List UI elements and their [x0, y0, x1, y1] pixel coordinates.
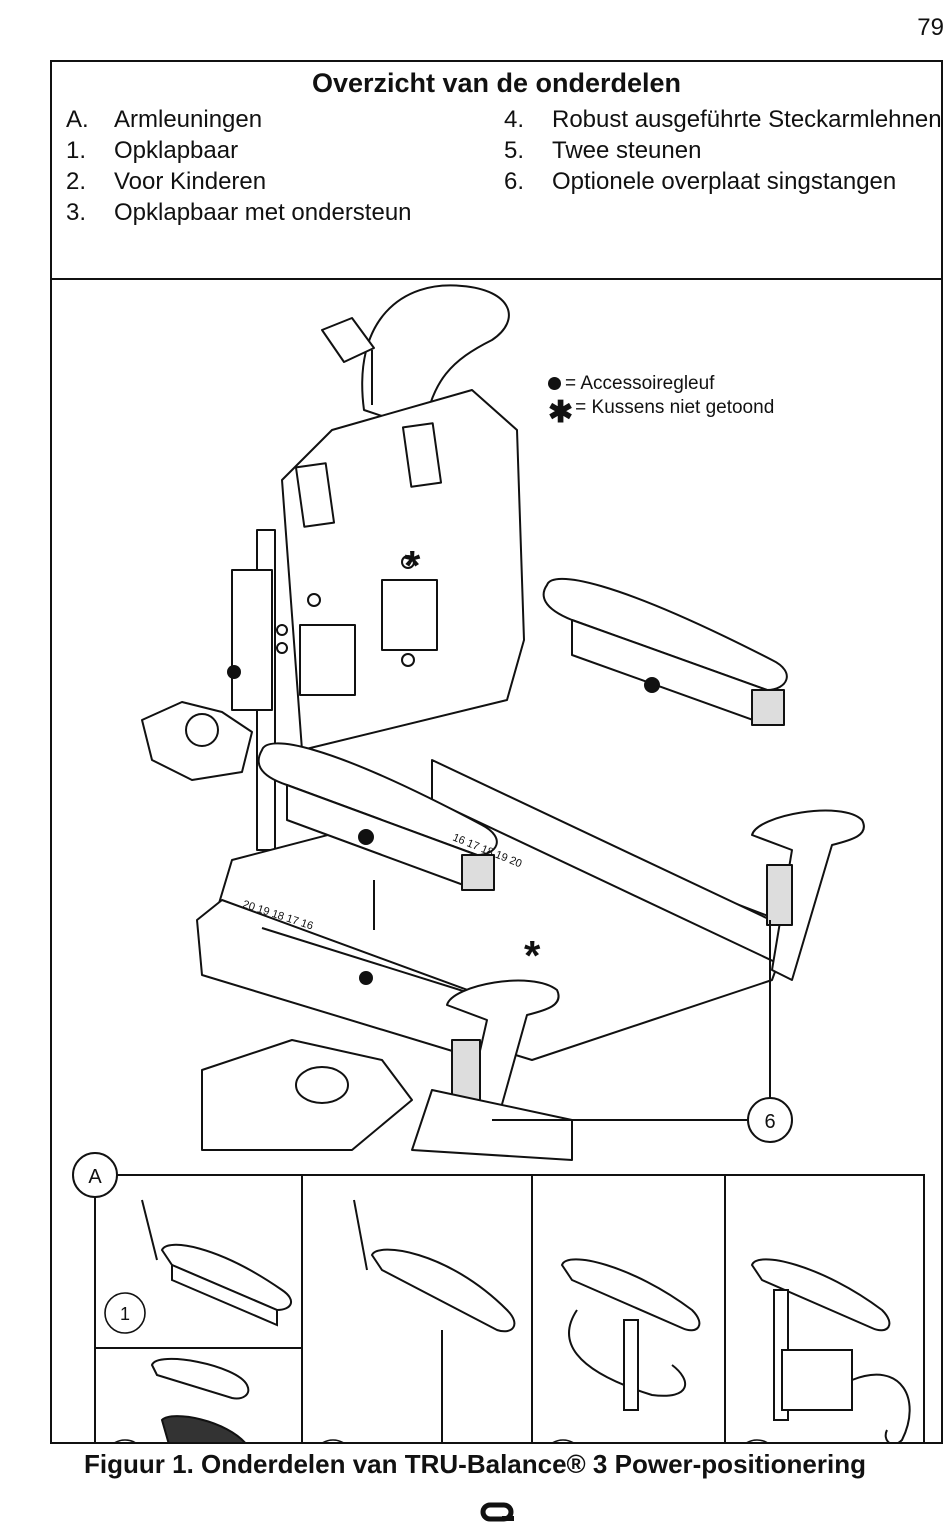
- accessory-slot-dot-icon: [227, 665, 241, 679]
- list-item: A.Armleuningen: [66, 106, 263, 133]
- legend-star-row: ✱= Kussens niet getoond: [548, 396, 775, 429]
- quantum-q-logo-icon: [480, 1502, 514, 1522]
- overview-list-right: 4.Robust ausgeführte Steckarmlehnen 5.Tw…: [504, 104, 942, 197]
- headrest-illustration: [321, 284, 510, 431]
- panel-label-3: 3: [322, 1439, 344, 1442]
- list-item: 1.Opklapbaar: [66, 137, 239, 164]
- base-mechanism-illustration: [201, 1039, 573, 1161]
- svg-text:6: 6: [764, 1111, 775, 1133]
- list-item: 6.Optionele overplaat singstangen: [504, 168, 897, 195]
- overview-title: Overzicht van de onderdelen: [311, 68, 682, 98]
- callout-A: A: [88, 1166, 102, 1188]
- list-item: 2.Voor Kinderen: [66, 168, 267, 195]
- right-armrest-illustration: [542, 577, 788, 726]
- armrest-options-panels: A: [72, 1152, 925, 1442]
- left-post-illustration: [231, 529, 288, 851]
- figure-frame: Overzicht van de onderdelen A.Armleuning…: [50, 60, 943, 1444]
- cushion-asterisk: *: [404, 542, 421, 589]
- figure-caption: Figuur 1. Onderdelen van TRU-Balance® 3 …: [84, 1449, 866, 1479]
- cushion-asterisk: *: [524, 932, 541, 979]
- legend: = Accessoiregleuf ✱= Kussens niet getoon…: [548, 372, 775, 429]
- list-item: 3.Opklapbaar met ondersteun: [66, 199, 412, 226]
- panel-label-5: 5: [746, 1439, 768, 1442]
- left-armrest-illustration: [257, 742, 498, 891]
- panel-label-2: 2: [114, 1439, 136, 1442]
- accessory-slot-dot-icon: [359, 971, 373, 985]
- overview-list-left: A.Armleuningen 1.Opklapbaar 2.Voor Kinde…: [66, 104, 412, 228]
- list-item: 5.Twee steunen: [504, 137, 702, 164]
- list-item: 4.Robust ausgeführte Steckarmlehnen: [504, 106, 942, 133]
- backrest-illustration: [281, 389, 525, 751]
- callout-6: 6: [492, 920, 793, 1143]
- panel-label-1: 1: [104, 1292, 146, 1334]
- overview-box: Overzicht van de onderdelen A.Armleuning…: [52, 62, 942, 280]
- svg-text:1: 1: [120, 1304, 130, 1324]
- page-number: 79: [917, 14, 944, 41]
- right-armrest-t-bar-illustration: [751, 809, 865, 1100]
- accessory-slot-dot-icon: [548, 377, 561, 390]
- left-hinge-illustration: [141, 701, 253, 781]
- asterisk-icon: ✱: [548, 396, 574, 429]
- seating-system-diagram: 16 17 18 19 20 20 19 18 17 16 * * 6 A: [72, 284, 925, 1442]
- panel-label-4: 4: [552, 1439, 574, 1442]
- legend-dot-row: = Accessoiregleuf: [548, 372, 774, 396]
